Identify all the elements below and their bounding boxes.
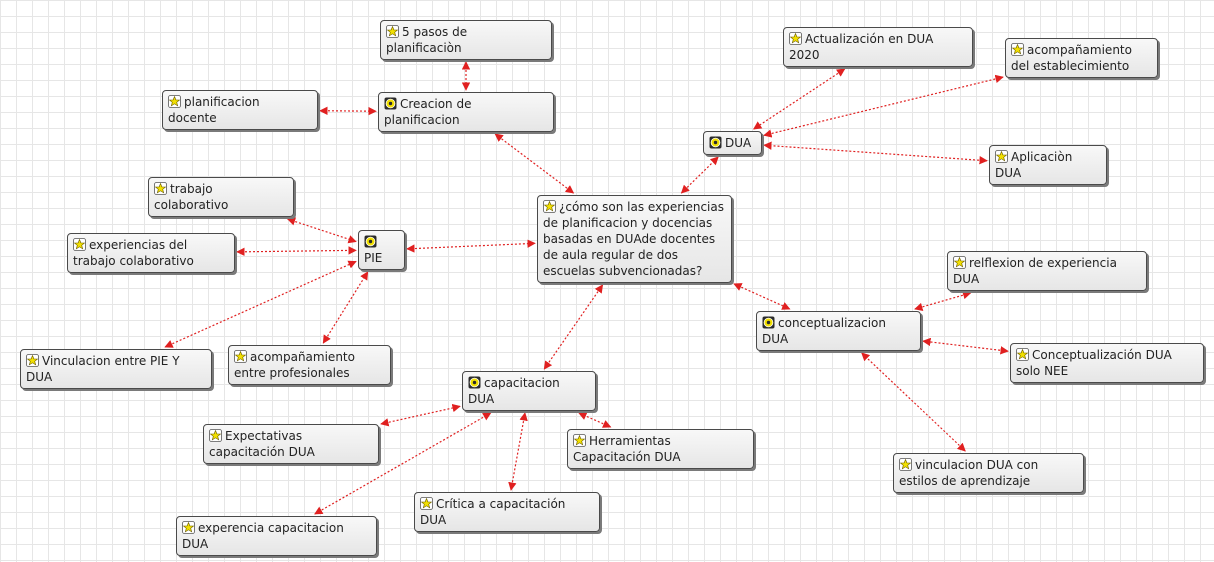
node-aplicacion[interactable]: Aplicaciòn DUA [989,145,1107,185]
node-herramientas[interactable]: Herramientas Capacitación DUA [567,429,754,469]
link-concept-nee-conceptual[interactable] [922,337,1009,355]
quotation-icon [995,150,1008,163]
node-exp-trabajo[interactable]: experiencias del trabajo colaborativo [67,233,235,273]
node-actualizacion[interactable]: Actualización en DUA 2020 [783,27,973,67]
node-label: vinculacion DUA con estilos de aprendiza… [899,458,1043,488]
quotation-icon [386,25,399,38]
link-critica-capacitacion[interactable] [508,412,528,491]
node-acomp-prof[interactable]: acompañamiento entre profesionales [228,345,391,385]
node-label: Expectativas capacitación DUA [209,429,315,459]
node-label: trabajo colaborativo [154,182,229,212]
quotation-icon [1011,43,1024,56]
node-vinc-pie[interactable]: Vinculacion entre PIE Y DUA [20,349,212,389]
link-vinc-estilos-conceptual[interactable] [861,352,966,452]
node-acomp-est[interactable]: acompañamiento del establecimiento [1005,38,1158,78]
node-label: Vinculacion entre PIE Y DUA [26,354,184,384]
link-trabajo-pie[interactable] [286,217,357,244]
node-concept-nee[interactable]: Conceptualización DUA solo NEE [1010,343,1204,383]
link-actualizacion-dua[interactable] [753,68,846,130]
node-label: acompañamiento entre profesionales [234,350,359,380]
node-dua[interactable]: DUA [703,131,762,155]
quotation-icon [953,256,966,269]
node-center[interactable]: ¿cómo son las experiencias de planificac… [537,195,732,283]
node-label: experiencias del trabajo colaborativo [73,238,194,268]
node-label: capacitacion DUA [468,376,564,406]
node-label: PIE [364,251,383,265]
link-expectativas-capacitacion[interactable] [380,403,461,427]
code-icon [709,136,722,149]
code-icon [468,376,481,389]
link-creacion-center[interactable] [494,133,575,194]
node-label: Aplicaciòn DUA [995,150,1077,180]
link-acomp-prof-pie[interactable] [322,271,369,344]
node-creacion[interactable]: Creacion de planificacion [378,92,554,132]
node-plan-doc[interactable]: planificacion docente [162,90,318,130]
node-conceptual[interactable]: conceptualizacion DUA [756,311,921,351]
node-expectativas[interactable]: Expectativas capacitación DUA [203,424,379,464]
node-label: Creacion de planificacion [384,97,476,127]
node-label: Conceptualización DUA solo NEE [1016,348,1176,378]
quotation-icon [168,95,181,108]
link-herramientas-capacitacion[interactable] [578,412,612,428]
link-center-conceptual[interactable] [733,283,791,310]
link-reflexion-conceptual[interactable] [914,291,972,311]
quotation-icon [1016,348,1029,361]
code-icon [762,316,775,329]
node-label: DUA [725,136,752,150]
link-aplicacion-dua[interactable] [763,141,988,165]
quotation-icon [234,350,247,363]
quotation-icon [789,32,802,45]
node-label: experencia capacitacion DUA [182,521,348,551]
quotation-icon [73,238,86,251]
quotation-icon [899,458,912,471]
node-exp-cap[interactable]: experencia capacitacion DUA [176,516,377,556]
link-vinc-pie-pie[interactable] [164,260,357,348]
node-pie[interactable]: PIE [358,230,405,270]
link-acomp-est-dua[interactable] [763,74,1004,138]
node-label: Actualización en DUA 2020 [789,32,938,62]
node-pasos[interactable]: 5 pasos de planificaciòn [380,20,552,60]
code-icon [364,235,377,248]
node-reflexion[interactable]: relflexion de experiencia DUA [947,251,1147,291]
link-center-capacitacion[interactable] [543,284,604,370]
quotation-icon [543,200,556,213]
node-label: relflexion de experiencia DUA [953,256,1121,286]
link-pie-center[interactable] [406,239,536,253]
node-trabajo[interactable]: trabajo colaborativo [148,177,294,217]
node-label: planificacion docente [168,95,264,125]
node-capacitacion[interactable]: capacitacion DUA [462,371,596,411]
node-label: 5 pasos de planificaciòn [386,25,471,55]
link-center-dua[interactable] [680,156,719,194]
node-vinc-estilos[interactable]: vinculacion DUA con estilos de aprendiza… [893,453,1084,493]
node-critica[interactable]: Crítica a capacitación DUA [414,492,600,532]
link-exp-cap-capacitacion[interactable] [314,412,492,515]
link-exp-trabajo-pie[interactable] [236,246,357,256]
quotation-icon [420,497,433,510]
quotation-icon [182,521,195,534]
node-label: acompañamiento del establecimiento [1011,43,1136,73]
node-label: conceptualizacion DUA [762,316,890,346]
code-icon [384,97,397,110]
quotation-icon [26,354,39,367]
quotation-icon [209,429,222,442]
node-label: ¿cómo son las experiencias de planificac… [543,200,728,278]
node-label: Herramientas Capacitación DUA [573,434,681,464]
quotation-icon [573,434,586,447]
node-label: Crítica a capacitación DUA [420,497,570,527]
quotation-icon [154,182,167,195]
